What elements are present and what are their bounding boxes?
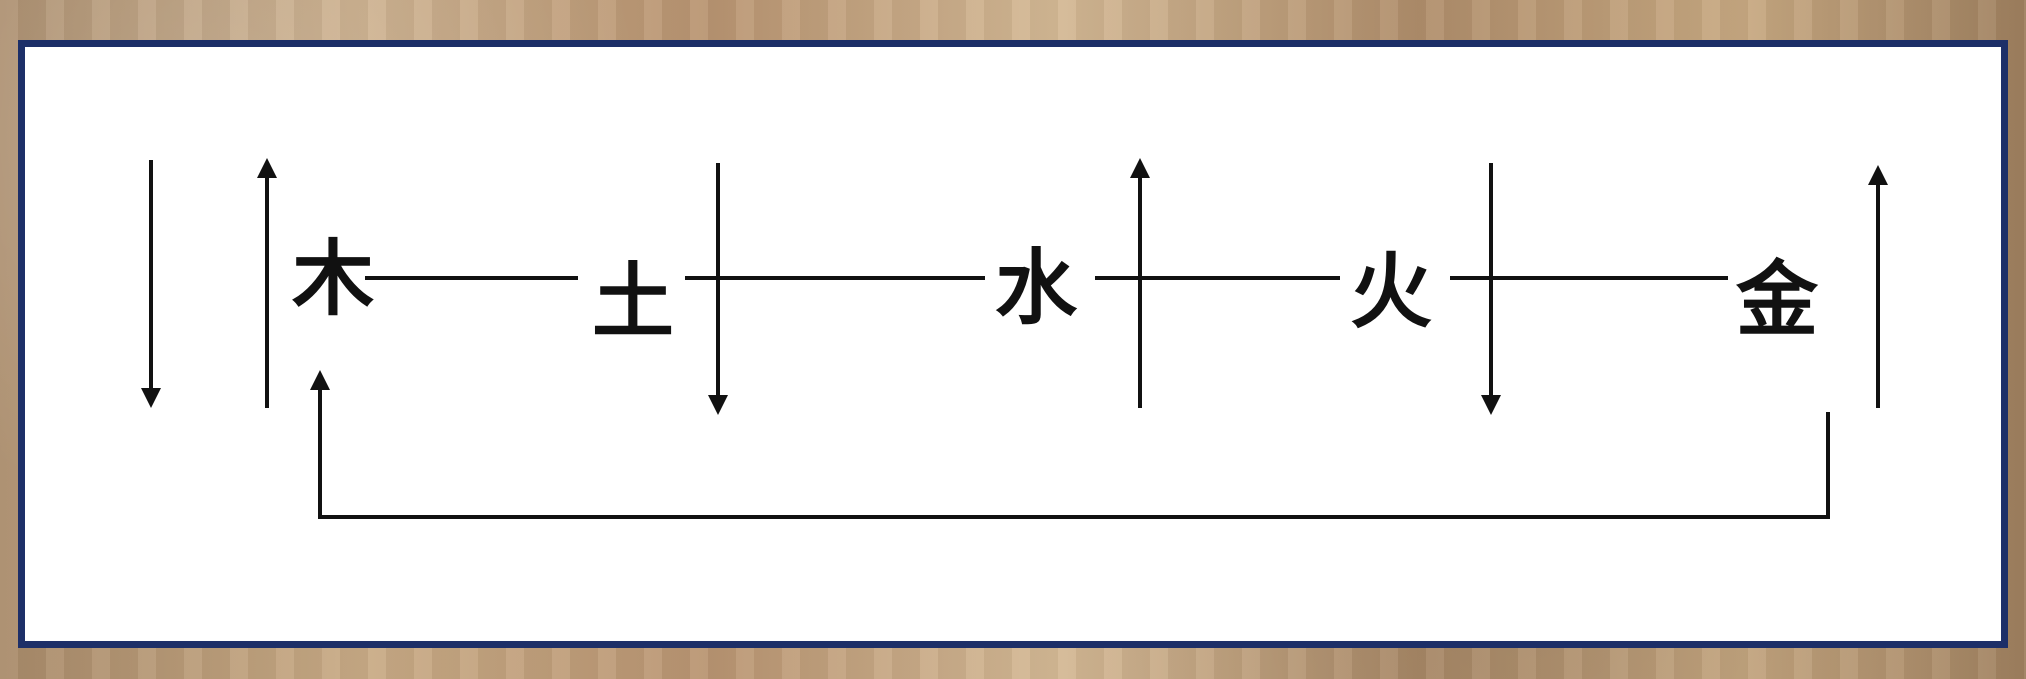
node-water: 水 xyxy=(995,240,1078,336)
node-earth: 土 xyxy=(592,254,674,350)
node-wood: 木 xyxy=(292,231,374,327)
feedback-loop-path xyxy=(310,370,1830,519)
node-metal: 金 xyxy=(1735,252,1819,348)
diagram-panel xyxy=(18,40,2008,648)
node-fire: 火 xyxy=(1350,244,1432,340)
